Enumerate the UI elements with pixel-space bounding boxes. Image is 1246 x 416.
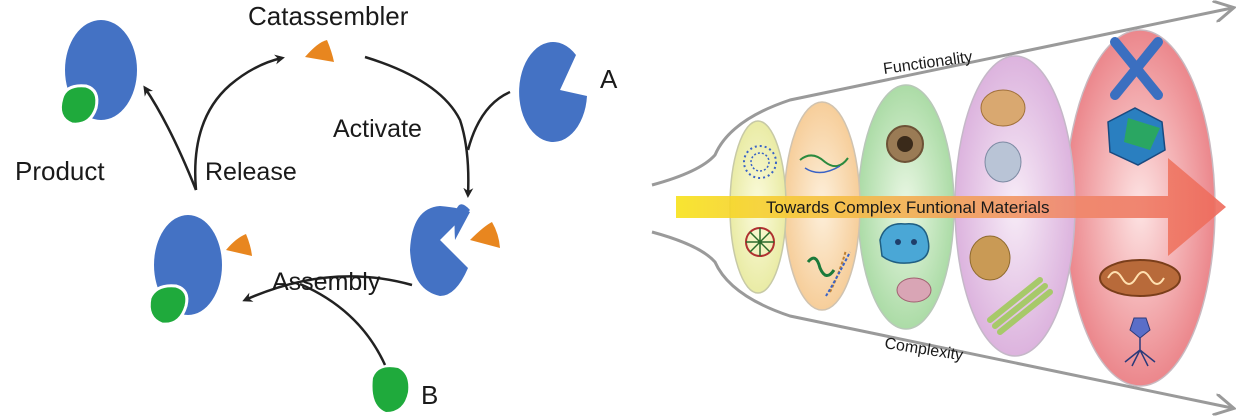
stage-5-structures (1099, 37, 1181, 367)
assembled-complex (147, 215, 252, 326)
stage-2-structures (799, 154, 851, 297)
arrow-assembly (242, 275, 413, 302)
stage-3-structures (879, 125, 932, 303)
functionality-label: Functionality (882, 49, 973, 78)
stage-1-structures (743, 145, 777, 257)
complexity-label: Complexity (883, 335, 964, 364)
molecule-b-icon (372, 367, 409, 412)
stage-4-structures (969, 89, 1053, 335)
catassembler-icon (305, 40, 334, 62)
towards-complex-arrow (676, 158, 1226, 256)
catassembler-label: Catassembler (248, 1, 409, 31)
arrow-to-activate (364, 55, 474, 198)
assembly-label: Assembly (272, 268, 381, 296)
label-b: B (421, 380, 438, 410)
release-label: Release (205, 158, 297, 186)
activate-label: Activate (333, 115, 422, 143)
arrow-label: Towards Complex Funtional Materials (766, 198, 1049, 217)
product-label: Product (15, 156, 105, 186)
funnel-top-line (651, 8, 1232, 187)
activated-complex (410, 204, 500, 296)
molecule-a-icon (519, 41, 587, 142)
arrow-release-to-product (143, 85, 198, 191)
catassembly-cycle: Product Catassembler A B Activate Releas… (15, 1, 618, 412)
arrow-release-to-catassembler (194, 54, 285, 191)
complexity-funnel: Towards Complex Funtional Materials Func… (651, 8, 1232, 408)
funnel-bottom-line (651, 230, 1232, 408)
product-green-b (58, 84, 99, 126)
label-a: A (600, 64, 618, 94)
arrow-from-a (466, 90, 511, 151)
product-complex (58, 20, 137, 126)
arrow-from-b (299, 282, 387, 366)
